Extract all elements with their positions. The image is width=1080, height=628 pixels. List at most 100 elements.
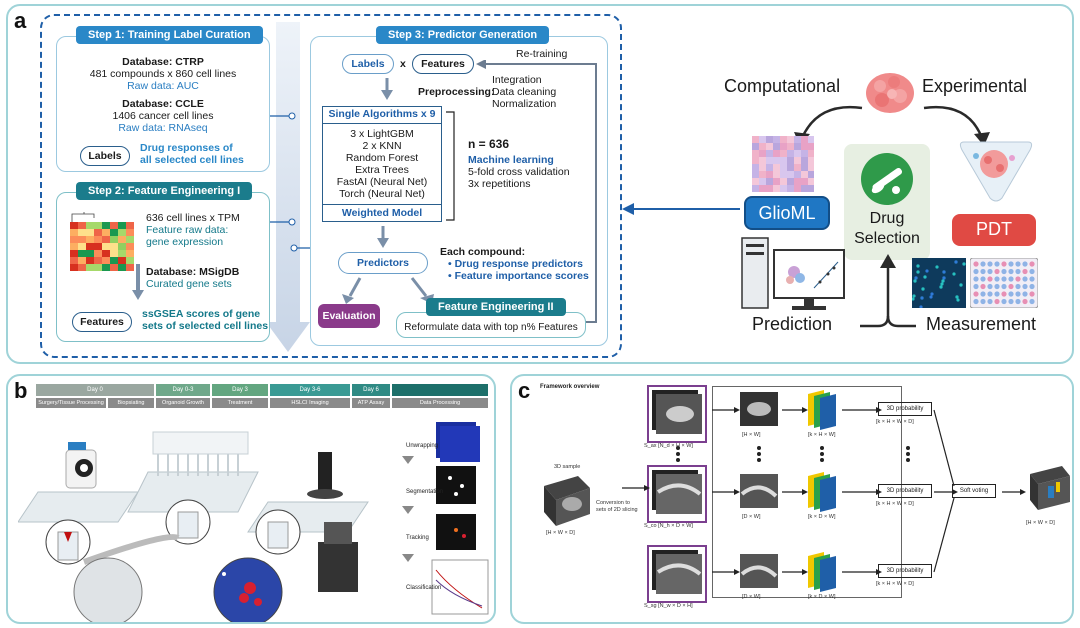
prob-box-3: 3D probability bbox=[878, 564, 932, 578]
step3-title: Step 3: Predictor Generation bbox=[376, 26, 550, 44]
computational-label: Computational bbox=[724, 76, 841, 96]
well-plate-image bbox=[970, 258, 1038, 308]
n-label: n = 636 bbox=[468, 137, 510, 151]
step2-title: Step 2: Feature Engineering I bbox=[76, 182, 253, 200]
bullet-drug-response-text: Drug response predictors bbox=[454, 258, 583, 270]
feat-dim-2: [k × D × W] bbox=[808, 514, 836, 520]
pdt-badge: PDT bbox=[952, 214, 1036, 246]
step-tracking: Tracking bbox=[406, 535, 429, 541]
prob-dim-1: [k × H × W × D] bbox=[876, 419, 914, 425]
panel-letter-a: a bbox=[14, 8, 27, 33]
task-treatment: Treatment bbox=[212, 398, 268, 408]
conversion-2: sets of 2D slicing bbox=[596, 507, 638, 513]
step1-db1-line: 481 compounds x 860 cell lines bbox=[89, 68, 237, 80]
labels-desc-1: Drug responses of bbox=[140, 142, 233, 154]
bullet-feature-importance-text: Feature importance scores bbox=[454, 270, 589, 282]
output-dim: [H × W × D] bbox=[1026, 520, 1055, 526]
step2-raw1: Feature raw data: bbox=[146, 224, 229, 236]
day-3: Day 3 bbox=[212, 384, 268, 396]
panel-letter-b: b bbox=[14, 378, 28, 403]
evaluation-badge: Evaluation bbox=[318, 304, 380, 328]
prob-dim-3: [k × H × W × D] bbox=[876, 581, 914, 587]
slice-dim-1: [H × W] bbox=[742, 432, 761, 438]
microscopy-image bbox=[912, 258, 966, 308]
each-compound: Each compound: bbox=[440, 246, 526, 258]
day-3-6: Day 3-6 bbox=[270, 384, 350, 396]
algorithms-bracket bbox=[446, 111, 455, 221]
3d-sample-cube bbox=[544, 476, 590, 526]
bullet-feature-importance: • Feature importance scores bbox=[448, 270, 589, 282]
prep-normalization: Normalization bbox=[492, 98, 557, 110]
cv-label: 5-fold cross validation bbox=[468, 166, 570, 178]
sample-dim: [H × W × D] bbox=[546, 530, 575, 536]
day-0-3: Day 0-3 bbox=[156, 384, 210, 396]
vertical-flow-arrow bbox=[266, 22, 310, 352]
tumor-icon bbox=[866, 73, 914, 113]
task-organoid-growth: Organoid Growth bbox=[156, 398, 210, 408]
algorithms-divider bbox=[322, 123, 442, 124]
day-processing bbox=[392, 384, 488, 396]
prep-cleaning: Data cleaning bbox=[492, 86, 557, 98]
prob-box-1: 3D probability bbox=[878, 402, 932, 416]
pipeline-graphic bbox=[622, 385, 1070, 603]
drug-icon bbox=[861, 153, 913, 205]
stack-label-sg: S_sg [N_w × D × H] bbox=[644, 603, 693, 609]
glioml-to-pipeline-arrow bbox=[622, 203, 740, 215]
step-classification: Classification bbox=[406, 585, 442, 591]
sample-label: 3D sample bbox=[554, 464, 581, 470]
algo-6: Torch (Neural Net) bbox=[339, 188, 425, 200]
algo-2: 2 x KNN bbox=[362, 140, 402, 152]
stack-label-ax: S_ax [N_d × H × W] bbox=[644, 443, 693, 449]
measurement-label: Measurement bbox=[926, 314, 1037, 334]
step-unwrapping: Unwrapping bbox=[406, 443, 439, 449]
step1-db2-raw: Raw data: RNAseq bbox=[118, 122, 208, 134]
step-segmentation: Segmentation bbox=[406, 489, 444, 495]
processing-thumbnails bbox=[402, 422, 489, 615]
step1-db2: Database: CCLE bbox=[122, 98, 204, 110]
day-0: Day 0 bbox=[36, 384, 154, 396]
labels-pill: Labels bbox=[80, 146, 130, 166]
selection-label: Selection bbox=[854, 230, 920, 247]
reformulate-text: Reformulate data with top n% Features bbox=[404, 322, 578, 333]
step2-line1: 636 cell lines x TPM bbox=[146, 212, 240, 224]
step2-db: Database: MSigDB bbox=[146, 266, 240, 278]
ml-label: Machine learning bbox=[468, 154, 554, 166]
data-matrix-icon bbox=[752, 136, 814, 192]
day-6: Day 6 bbox=[352, 384, 390, 396]
prediction-label: Prediction bbox=[752, 314, 833, 334]
step1-db1-raw: Raw data: AUC bbox=[127, 80, 199, 92]
rep-label: 3x repetitions bbox=[468, 178, 531, 190]
retraining-arrow bbox=[476, 60, 597, 323]
algorithms-divider-2 bbox=[322, 204, 442, 205]
slice-dim-3: [D × W] bbox=[742, 594, 761, 600]
prep-integration: Integration bbox=[492, 74, 542, 86]
step-connectors bbox=[270, 112, 314, 252]
prob-dim-2: [k × H × W × D] bbox=[876, 501, 914, 507]
drug-label: Drug bbox=[869, 210, 905, 227]
prob-box-2: 3D probability bbox=[878, 484, 932, 498]
glioml-badge: GlioML bbox=[744, 196, 830, 230]
panel-a: a Step 1: Training Label Curation Databa… bbox=[6, 4, 1074, 364]
measurement-arrow bbox=[860, 254, 916, 328]
bullet-drug-response: • Drug response predictors bbox=[448, 258, 583, 270]
gene-heatmap bbox=[70, 212, 134, 271]
features-desc-2: sets of selected cell lines bbox=[142, 320, 269, 332]
panel-c: c Framework overview 3D sample [H × W × … bbox=[510, 374, 1074, 624]
panel-letter-c: c bbox=[518, 378, 531, 403]
task-atp: ATP Assay bbox=[352, 398, 390, 408]
fe2-title: Feature Engineering II bbox=[426, 298, 566, 316]
soft-voting-box: Soft voting bbox=[952, 484, 996, 498]
down-arrow-icon bbox=[132, 264, 144, 300]
retraining-label: Re-training bbox=[516, 48, 568, 60]
pipeline-dashed-frame bbox=[40, 14, 622, 358]
features-pill: Features bbox=[72, 312, 132, 332]
workflow-illustration bbox=[18, 431, 369, 622]
conversion-1: Conversion to bbox=[596, 500, 630, 506]
labels-desc-2: all selected cell lines bbox=[140, 154, 244, 166]
organoid-icon bbox=[959, 141, 1033, 202]
experimental-label: Experimental bbox=[922, 76, 1028, 96]
algo-3: Random Forest bbox=[345, 152, 419, 164]
features-desc-1: ssGSEA scores of gene bbox=[142, 308, 261, 320]
arrow-down-2 bbox=[377, 226, 389, 248]
framework-title: Framework overview bbox=[540, 384, 600, 390]
